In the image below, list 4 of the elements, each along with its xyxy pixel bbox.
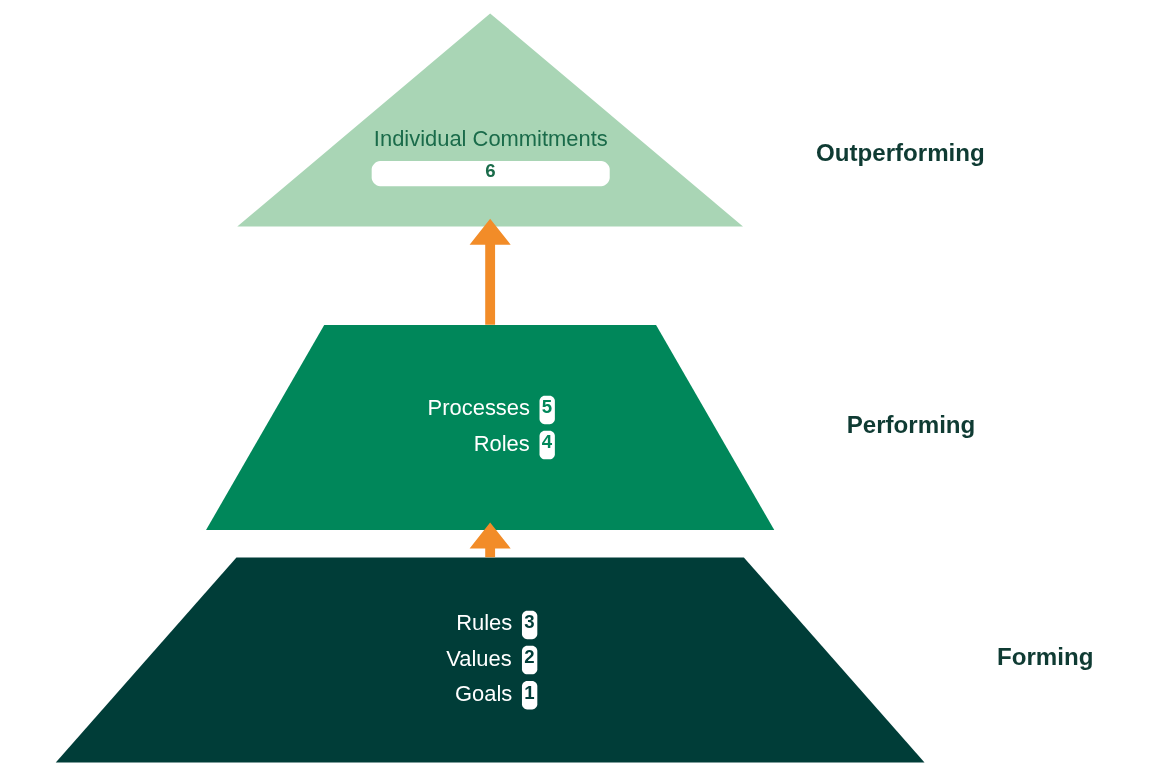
node-label: Forming (996, 642, 1094, 670)
arrow (469, 218, 511, 325)
node-label: Performing (846, 410, 976, 438)
node-label: Outperforming (815, 137, 985, 165)
